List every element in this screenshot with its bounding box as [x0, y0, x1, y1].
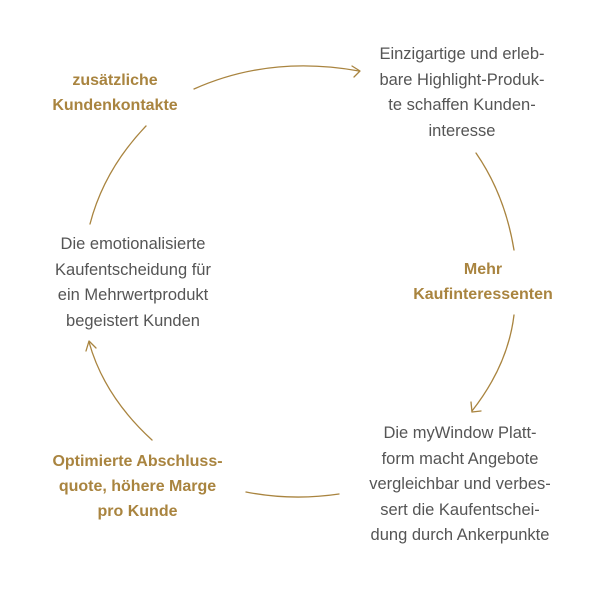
node-text-line: quote, höhere Marge — [58, 478, 217, 495]
node-optimized-closing-rate: Optimierte Abschluss- quote, höhere Marg… — [30, 449, 245, 524]
node-text-line: te schaffen Kunden- — [388, 96, 536, 114]
node-text-line: interesse — [428, 121, 496, 140]
node-additional-customer-contacts: zusätzliche Kundenkontakte — [30, 68, 200, 118]
node-more-purchase-prospects: Mehr Kaufinteressenten — [388, 257, 578, 307]
node-text-line: Kaufinteressenten — [413, 286, 553, 303]
node-text-line: Optimierte Abschluss- — [52, 453, 223, 470]
node-text-line: Kaufentscheidung für — [55, 260, 211, 279]
connector-line-right-upper — [475, 152, 515, 251]
node-text-line: sert die Kaufentschei- — [380, 500, 540, 519]
node-text-line: dung durch Ankerpunkte — [370, 526, 550, 544]
connector-arrow-left-lower — [88, 341, 153, 441]
node-text-line: bare Highlight-Produk- — [379, 70, 545, 89]
node-text-line: Die emotionalisierte — [60, 235, 206, 253]
node-mywindow-platform: Die myWindow Platt- form macht Angebote … — [340, 421, 580, 549]
arrowhead-down-left-icon — [470, 401, 482, 413]
connector-line-left-upper — [89, 125, 147, 225]
node-text-line: pro Kunde — [97, 503, 178, 520]
connector-arrow-right-lower — [471, 314, 515, 412]
node-text-line: vergleichbar und verbes- — [369, 475, 551, 493]
node-text-line: Die myWindow Platt- — [383, 424, 537, 442]
connector-arrow-top — [193, 65, 360, 90]
node-text-line: zusätzliche — [72, 72, 158, 89]
node-text-line: begeistert Kunden — [66, 311, 200, 330]
node-emotional-purchase-decision: Die emotionalisierte Kaufentscheidung fü… — [28, 232, 238, 334]
connector-line-bottom — [245, 491, 340, 498]
node-text-line: form macht Angebote — [381, 449, 539, 468]
node-text-line: Einzigartige und erleb- — [379, 45, 545, 63]
node-highlight-products: Einzigartige und erleb- bare Highlight-P… — [352, 42, 572, 144]
node-text-line: Mehr — [463, 261, 503, 278]
arrowhead-up-icon — [85, 340, 97, 352]
arrowhead-right-icon — [351, 65, 361, 78]
node-text-line: Kundenkontakte — [52, 97, 178, 114]
node-text-line: ein Mehrwertprodukt — [57, 286, 209, 304]
